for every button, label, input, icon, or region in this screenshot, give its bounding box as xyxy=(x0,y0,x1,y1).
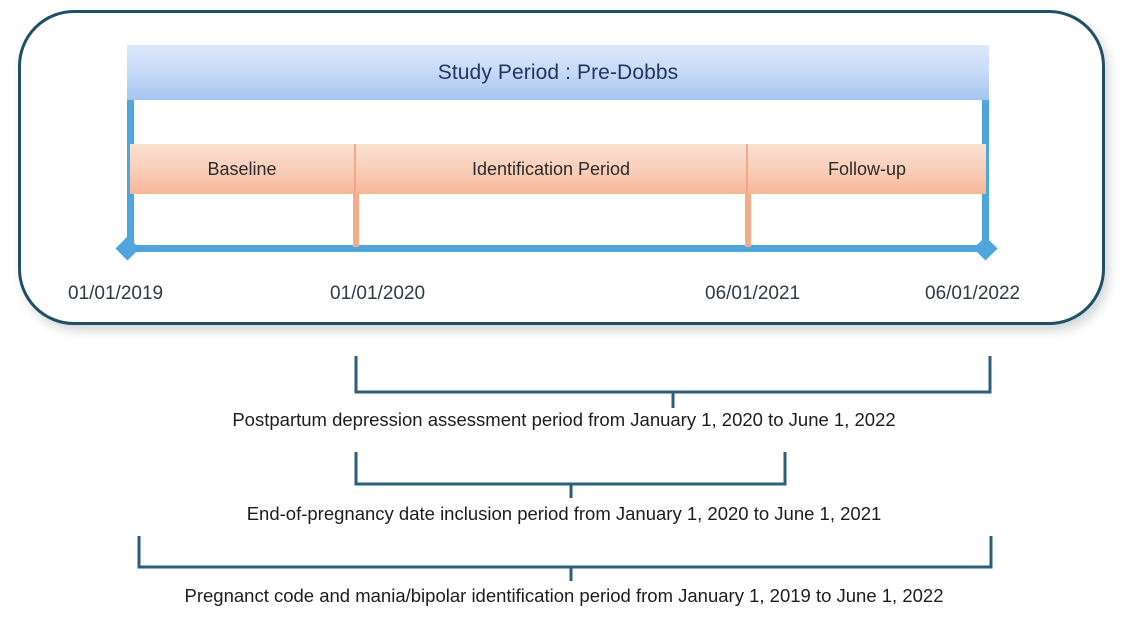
phase-label-baseline: Baseline xyxy=(207,158,277,179)
phase-divider-tick-1 xyxy=(353,194,359,247)
axis-date-label-4: 06/01/2022 xyxy=(925,283,1021,304)
axis-date-label-1: 01/01/2019 xyxy=(68,283,164,304)
phase-segment-follow-up: Follow-up xyxy=(748,144,986,194)
study-period-header-bar: Study Period : Pre-Dobbs xyxy=(127,45,989,100)
phase-band: Baseline Identification Period Follow-up xyxy=(130,144,986,194)
bracket-caption-pregnancy-mania-bipolar: Pregnanct code and mania/bipolar identif… xyxy=(184,585,944,606)
phase-divider-tick-2 xyxy=(745,194,751,247)
bracket-postpartum-depression xyxy=(354,356,992,408)
axis-date-label-2: 01/01/2020 xyxy=(330,283,426,304)
axis-date-label-3: 06/01/2021 xyxy=(705,283,801,304)
timeline-axis-line xyxy=(127,245,989,252)
phase-label-identification-period: Identification Period xyxy=(471,158,631,179)
bracket-caption-postpartum-depression: Postpartum depression assessment period … xyxy=(232,409,896,430)
phase-segment-identification-period: Identification Period xyxy=(355,144,749,194)
study-period-title: Study Period : Pre-Dobbs xyxy=(437,60,679,84)
bracket-pregnancy-mania-bipolar xyxy=(137,536,993,581)
bracket-caption-end-of-pregnancy: End-of-pregnancy date inclusion period f… xyxy=(246,503,882,524)
phase-label-follow-up: Follow-up xyxy=(827,158,906,179)
bracket-end-of-pregnancy xyxy=(354,452,787,498)
phase-segment-baseline: Baseline xyxy=(130,144,356,194)
